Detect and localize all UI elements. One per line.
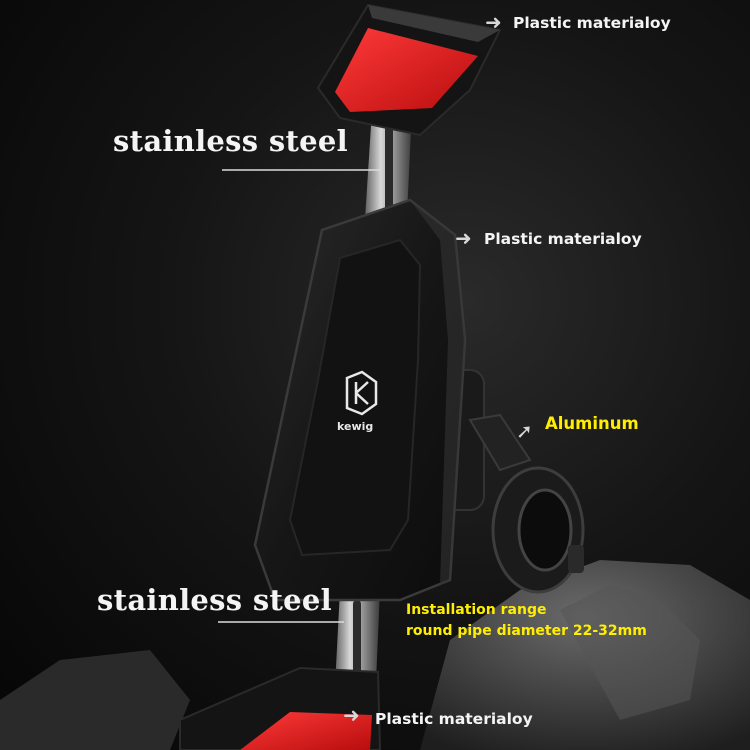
- holder-body: [253, 198, 467, 602]
- brand-logo-text: kewig: [337, 420, 373, 433]
- label-install-line1: Installation range: [406, 602, 547, 618]
- arrow-right-icon: ➜: [343, 703, 360, 727]
- label-steel-bottom: stainless steel: [97, 583, 332, 617]
- label-aluminum: Aluminum: [545, 414, 639, 433]
- top-clamp: [316, 3, 502, 137]
- arrow-up-right-icon: ➚: [516, 419, 533, 443]
- callout-lines: [218, 169, 380, 623]
- label-plastic-bottom: Plastic materialoy: [375, 710, 533, 728]
- label-install-line2: round pipe diameter 22-32mm: [406, 623, 647, 639]
- rock-background: [0, 560, 750, 750]
- arrow-right-icon: ➜: [485, 10, 502, 34]
- bottom-clamp: [179, 666, 382, 750]
- arrow-right-icon: ➜: [455, 226, 472, 250]
- label-plastic-top: Plastic materialoy: [513, 14, 671, 32]
- brand-logo: kewig: [337, 370, 378, 433]
- label-plastic-mid: Plastic materialoy: [484, 230, 642, 248]
- label-steel-top: stainless steel: [113, 124, 348, 158]
